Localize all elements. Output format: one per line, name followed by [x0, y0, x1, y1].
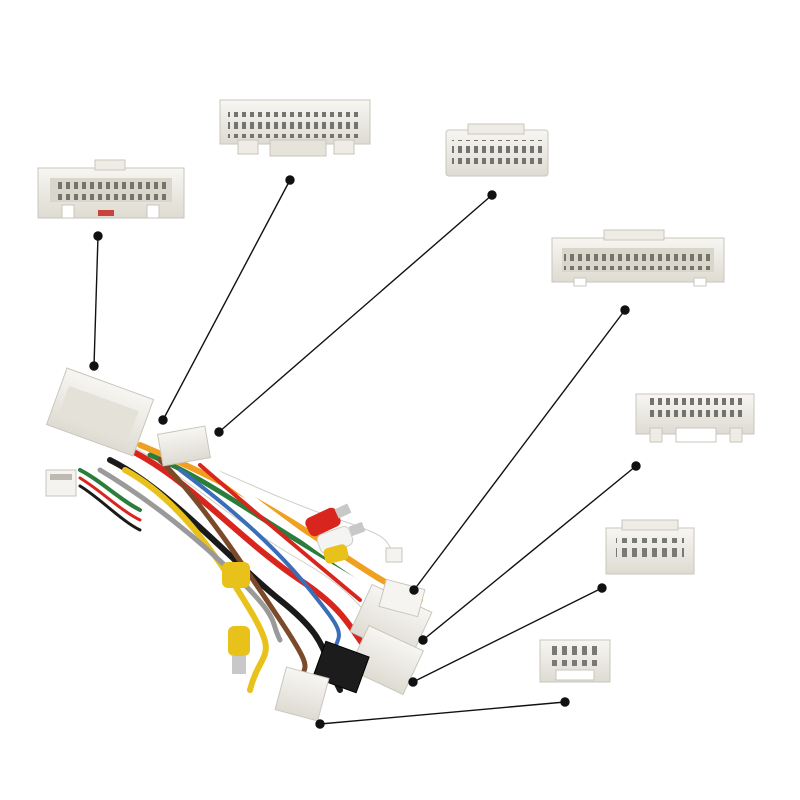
connector-c	[445, 123, 549, 177]
callout-dot-icon	[158, 415, 168, 425]
callout-dot-icon	[560, 697, 570, 707]
harness-connector-main	[45, 367, 155, 457]
rca-plug-yellow-icon	[222, 544, 349, 674]
callout-dot-icon	[418, 635, 428, 645]
callout-dot-icon	[597, 583, 607, 593]
callout-dot-icon	[214, 427, 224, 437]
harness-connector-right-small	[378, 547, 426, 618]
harness-connector-lower-4	[274, 666, 330, 722]
callout-dot-icon	[487, 190, 497, 200]
connector-g	[539, 639, 611, 683]
connector-a	[37, 159, 185, 219]
callout-dot-icon	[285, 175, 295, 185]
connector-b	[219, 99, 371, 157]
callout-dot-icon	[620, 305, 630, 315]
harness-plug-left	[45, 469, 77, 497]
harness-connector-small-white	[157, 425, 211, 467]
connector-f	[605, 519, 695, 575]
callout-dot-icon	[93, 231, 103, 241]
callout-dot-icon	[409, 585, 419, 595]
connector-d	[551, 229, 725, 287]
callout-dot-icon	[89, 361, 99, 371]
harness-connector-lower-2	[348, 624, 424, 696]
callout-lines	[89, 175, 641, 729]
connector-e	[635, 393, 755, 443]
callout-dot-icon	[315, 719, 325, 729]
rca-plug-red-icon	[305, 503, 352, 537]
callout-dot-icon	[408, 677, 418, 687]
callout-dot-icon	[631, 461, 641, 471]
